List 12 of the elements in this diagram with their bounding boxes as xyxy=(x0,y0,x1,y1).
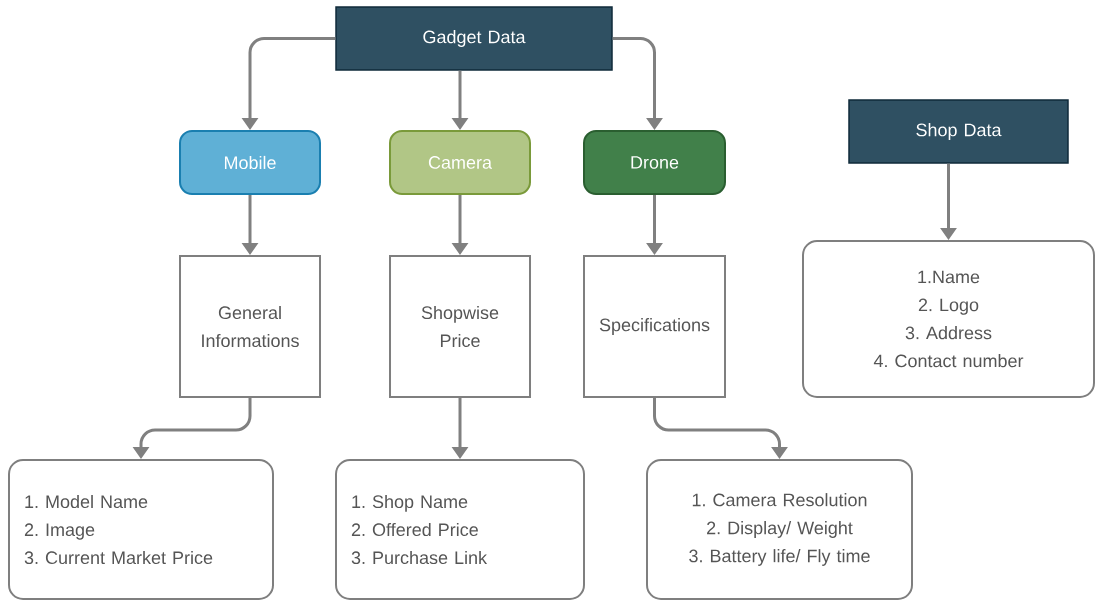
topic-box: Shopwise Price xyxy=(389,255,531,398)
list-box: 1.Name 2. Logo 3. Address 4. Contact number xyxy=(802,240,1095,398)
header-box: Gadget Data xyxy=(335,6,613,71)
topic-box: Specifications xyxy=(583,255,726,398)
category-box: Camera xyxy=(389,130,531,195)
list-box: 1. Shop Name 2. Offered Price 3. Purchase Link xyxy=(335,459,585,600)
topic-box: General Informations xyxy=(179,255,321,398)
category-box: Drone xyxy=(583,130,726,195)
list-box: 1. Model Name 2. Image 3. Current Market Price xyxy=(8,459,274,600)
header-box: Shop Data xyxy=(848,99,1069,164)
list-box: 1. Camera Resolution 2. Display/ Weight 3. Battery life/ Fly time xyxy=(646,459,913,600)
category-box: Mobile xyxy=(179,130,321,195)
